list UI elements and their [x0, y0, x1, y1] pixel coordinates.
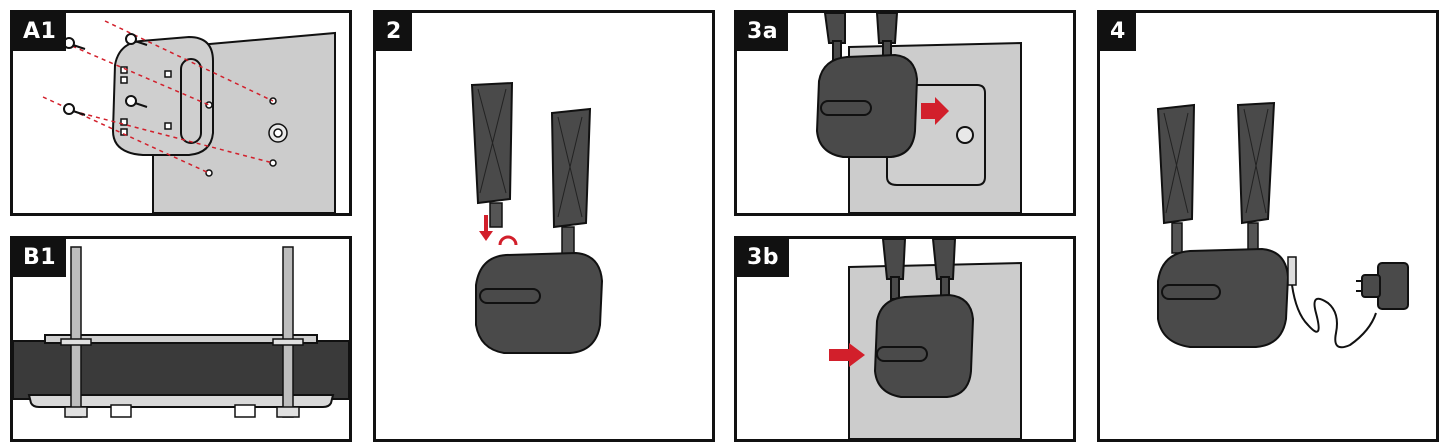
step-badge-b1: B1 [13, 239, 67, 277]
router-slot [1161, 284, 1221, 300]
step-badge-3b: 3b [737, 239, 790, 277]
threaded-rod-left [70, 246, 82, 418]
router-slot [876, 346, 928, 362]
antenna-right [1236, 101, 1276, 254]
router-slot [479, 288, 541, 304]
antenna-left [1156, 103, 1196, 254]
down-arrow-icon [479, 215, 493, 241]
wall-holes [205, 97, 288, 177]
panel-2: 2 [373, 10, 715, 442]
router-body [1157, 247, 1290, 348]
panel-3a: 3a [734, 10, 1076, 216]
step-badge-a1: A1 [13, 13, 67, 51]
step-badge-4: 4 [1100, 13, 1136, 51]
nuts [60, 338, 304, 418]
a1-illustration [42, 20, 336, 213]
guide-lines [42, 20, 274, 174]
panel-3b: 3b [734, 236, 1076, 442]
bracket-hole [956, 126, 974, 144]
step-badge-2: 2 [376, 13, 412, 51]
step-2-illustration [470, 81, 604, 354]
bottom-plate [27, 394, 335, 408]
antenna-left [470, 81, 514, 228]
panel-b1: B1 [10, 236, 352, 442]
antenna-right [550, 107, 592, 262]
bracket-holes [120, 66, 172, 136]
router-slot [820, 100, 872, 116]
threaded-rod-right [282, 246, 294, 418]
right-arrow-icon [829, 343, 865, 367]
power-adapter [1287, 256, 1409, 349]
beam [13, 340, 349, 400]
step-3b-illustration [829, 239, 1022, 439]
screw-icons [63, 33, 148, 116]
router-body [873, 293, 975, 398]
right-arrow-icon [921, 97, 949, 125]
router-body [815, 53, 919, 158]
step-4-illustration [1156, 101, 1409, 349]
panel-4: 4 [1097, 10, 1439, 442]
power-cable [1291, 284, 1377, 349]
antenna-tops [881, 239, 957, 300]
step-badge-3a: 3a [737, 13, 789, 51]
step-3a-illustration [815, 13, 1022, 213]
top-plate [44, 334, 318, 344]
router-body [475, 251, 604, 354]
b1-illustration [13, 246, 349, 418]
antenna-tops [823, 13, 899, 64]
panel-a1: A1 [10, 10, 352, 216]
rotate-icon [498, 235, 518, 246]
clips [110, 404, 256, 418]
